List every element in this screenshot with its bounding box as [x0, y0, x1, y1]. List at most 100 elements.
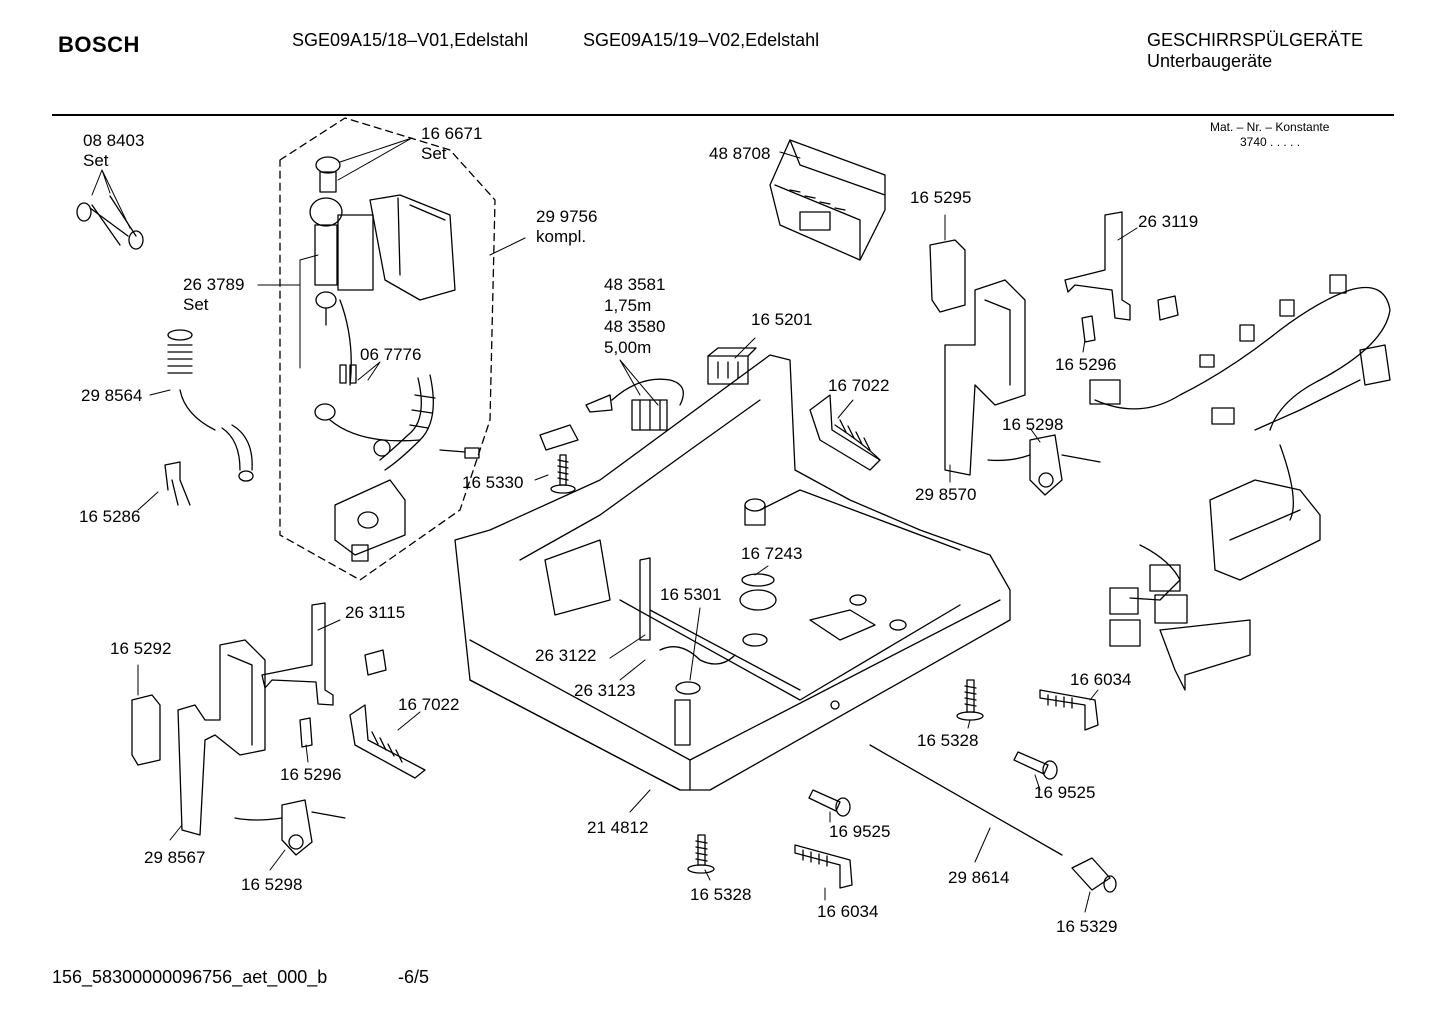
comb-166034-bottom	[794, 844, 853, 889]
assembly-boundary	[279, 117, 496, 581]
callout-263115[interactable]: 26 3115	[345, 603, 405, 623]
callout-part-number: 16 9525	[1034, 783, 1096, 802]
callout-166034-right[interactable]: 16 6034	[1070, 670, 1131, 690]
side-panel-298570	[944, 279, 1026, 476]
callout-part-number: 26 3122	[535, 646, 597, 665]
callout-166034-bottom[interactable]: 16 6034	[817, 902, 878, 922]
callout-165329[interactable]: 16 5329	[1056, 917, 1117, 937]
base-tub	[454, 354, 1011, 791]
callout-part-number: 48 8708	[709, 144, 771, 163]
callout-298564[interactable]: 29 8564	[81, 386, 142, 406]
callout-part-number: 16 5298	[241, 875, 303, 894]
clip-165296-top	[1081, 315, 1096, 343]
callout-263789[interactable]: 26 3789 Set	[183, 275, 244, 315]
callout-165328-right[interactable]: 16 5328	[917, 731, 978, 751]
callout-263123[interactable]: 26 3123	[574, 681, 635, 701]
callout-166671[interactable]: 16 6671 Set	[421, 124, 482, 164]
callout-part-number: 21 4812	[587, 818, 649, 837]
mat-nr-value: 3740 . . . . .	[1240, 135, 1301, 149]
small-block	[539, 424, 579, 451]
callout-part-number: 29 8567	[144, 848, 206, 867]
water-valve	[309, 156, 456, 421]
drive-unit	[1109, 479, 1321, 691]
callout-263119[interactable]: 26 3119	[1138, 212, 1198, 232]
page-number: -6/5	[398, 967, 430, 987]
side-panel-298567	[177, 639, 266, 836]
callout-299756[interactable]: 29 9756 kompl.	[536, 207, 597, 247]
category-subtitle: Unterbaugeräte	[1147, 51, 1273, 71]
callout-note: Set	[183, 295, 209, 314]
callout-part-number: 16 7022	[828, 376, 890, 395]
callout-167022-bottom[interactable]: 16 7022	[398, 695, 459, 715]
callout-214812[interactable]: 21 4812	[587, 818, 648, 838]
callout-part-number: 16 5292	[110, 639, 172, 658]
callout-note: 1,75m	[604, 296, 652, 315]
mains-cable	[585, 378, 684, 431]
callout-298567[interactable]: 29 8567	[144, 848, 205, 868]
screw-165330	[550, 454, 576, 494]
callout-067776[interactable]: 06 7776	[360, 345, 421, 365]
callout-483581[interactable]: 48 3581 1,75m 48 3580 5,00m	[604, 274, 665, 358]
callout-165201[interactable]: 16 5201	[751, 310, 812, 330]
callout-note: 5,00m	[604, 338, 652, 357]
callout-part-number: 29 8614	[948, 868, 1010, 887]
callout-part-number: 16 5328	[690, 885, 752, 904]
corrugated-hose	[329, 374, 480, 471]
callout-part-number: 16 7022	[398, 695, 460, 714]
callout-part-number: 16 6034	[1070, 670, 1132, 689]
connector-block	[707, 347, 757, 385]
callout-165298-bottom[interactable]: 16 5298	[241, 875, 302, 895]
callout-part-number: 29 8570	[915, 485, 977, 504]
callout-169525-bottom[interactable]: 16 9525	[829, 822, 890, 842]
callout-165330[interactable]: 16 5330	[462, 473, 523, 493]
callout-part-number: 16 5296	[1055, 355, 1117, 374]
callout-088403[interactable]: 08 8403 Set	[83, 131, 144, 171]
clip-165296-bottom	[299, 717, 313, 748]
callout-part-number: 16 6034	[817, 902, 879, 921]
callout-part-number: 08 8403	[83, 131, 145, 150]
callout-part-number: 48 3581	[604, 275, 666, 294]
callout-488708[interactable]: 48 8708	[709, 144, 770, 164]
callout-part-number: 16 5201	[751, 310, 813, 329]
callout-167022-top[interactable]: 16 7022	[828, 376, 889, 396]
callout-note: kompl.	[536, 227, 587, 246]
callout-part-number: 26 3119	[1138, 212, 1199, 231]
callout-part-number: 06 7776	[360, 345, 422, 364]
category-title: GESCHIRRSPÜLGERÄTE	[1147, 30, 1364, 50]
callout-part-number: 26 3123	[574, 681, 636, 700]
callout-part-number: 29 9756	[536, 207, 598, 226]
hose-clip	[164, 461, 191, 506]
model-number-1: SGE09A15/18–V01,Edelstahl	[292, 30, 529, 50]
callout-part-number: 16 5328	[917, 731, 979, 750]
callout-169525-right[interactable]: 16 9525	[1034, 783, 1095, 803]
wiring-harness	[1089, 274, 1391, 521]
level-sensor-bracket	[334, 479, 406, 562]
callout-298570[interactable]: 29 8570	[915, 485, 976, 505]
hose-clamp-set	[76, 195, 144, 250]
callout-part-number: 16 6671	[421, 124, 483, 143]
screw-169525-bottom	[808, 789, 851, 817]
callout-167243[interactable]: 16 7243	[741, 544, 802, 564]
mat-nr-label: Mat. – Nr. – Konstante	[1210, 120, 1330, 134]
model-number-2: SGE09A15/19–V02,Edelstahl	[583, 30, 820, 50]
header-rule	[52, 114, 1394, 116]
callout-part-number: 16 7243	[741, 544, 803, 563]
sensor-165298-top	[987, 434, 1101, 496]
callout-part-number: 16 5301	[660, 585, 722, 604]
callout-part-number: 16 9525	[829, 822, 891, 841]
screw-165328-bottom	[687, 834, 715, 874]
callout-263122[interactable]: 26 3122	[535, 646, 596, 666]
callout-165296-top[interactable]: 16 5296	[1055, 355, 1116, 375]
bracket-165295	[929, 239, 966, 313]
sensor-165298-bottom	[234, 799, 346, 856]
callout-165292[interactable]: 16 5292	[110, 639, 171, 659]
callout-165286[interactable]: 16 5286	[79, 507, 140, 527]
callout-298614[interactable]: 29 8614	[948, 868, 1009, 888]
callout-165296-bottom[interactable]: 16 5296	[280, 765, 341, 785]
callout-165328-bottom[interactable]: 16 5328	[690, 885, 751, 905]
callout-165295[interactable]: 16 5295	[910, 188, 971, 208]
callout-165298-top[interactable]: 16 5298	[1002, 415, 1063, 435]
callout-165301[interactable]: 16 5301	[660, 585, 721, 605]
